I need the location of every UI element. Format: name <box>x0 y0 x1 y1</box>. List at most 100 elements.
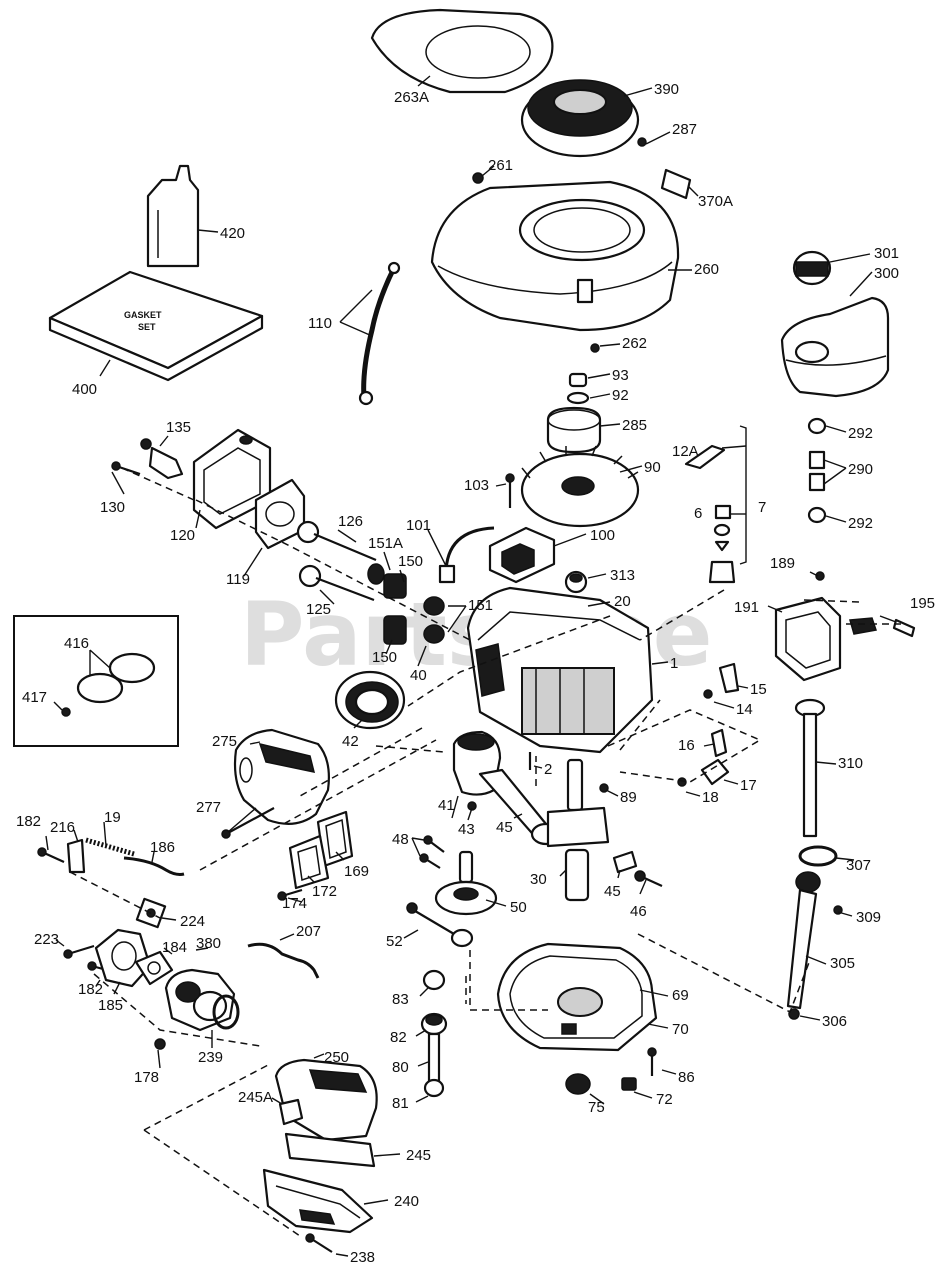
part-oil-bottle[interactable] <box>146 164 200 268</box>
part-carburetor[interactable] <box>164 968 236 1032</box>
part-nut[interactable] <box>612 850 638 874</box>
part-cylinder-head[interactable] <box>192 428 272 530</box>
callout-120: 120 <box>170 527 195 544</box>
part-screw[interactable] <box>505 473 515 508</box>
part-bolt[interactable] <box>634 870 663 888</box>
part-valve-spring[interactable] <box>383 573 407 599</box>
part-air-filter[interactable] <box>284 1132 376 1168</box>
callout-184: 184 <box>162 939 187 956</box>
part-o-ring[interactable] <box>798 845 838 867</box>
part-fuel-line[interactable] <box>358 261 401 406</box>
part-gasket[interactable] <box>134 950 174 986</box>
part-oil-pump[interactable] <box>422 969 446 991</box>
part-screw[interactable] <box>590 343 600 353</box>
part-blower-housing[interactable] <box>430 180 680 332</box>
callout-89: 89 <box>620 789 637 806</box>
part-ground-wire[interactable] <box>684 444 726 470</box>
part-air-cleaner-cover[interactable] <box>274 1058 378 1142</box>
inset-box <box>13 615 179 747</box>
part-screw[interactable] <box>37 847 65 864</box>
callout-45a: 45 <box>496 819 513 836</box>
part-spring[interactable] <box>85 837 135 857</box>
part-valve-spring[interactable] <box>383 615 407 645</box>
part-intake-pipe[interactable] <box>94 928 152 988</box>
part-screw[interactable] <box>892 618 916 638</box>
part-valve-cover[interactable] <box>708 560 736 584</box>
part-washer[interactable] <box>566 391 590 405</box>
part-screw[interactable] <box>703 689 713 699</box>
part-ignition-module[interactable] <box>76 652 156 704</box>
part-governor-shaft[interactable] <box>710 728 728 758</box>
part-ignition-armature[interactable] <box>488 526 556 584</box>
part-bolt[interactable] <box>647 1047 657 1076</box>
part-governor-lever[interactable] <box>718 662 740 694</box>
part-gasket[interactable] <box>212 994 240 1030</box>
part-cylinder-block[interactable] <box>466 586 654 754</box>
part-valve-spring-retainer[interactable] <box>713 504 732 552</box>
part-bolt[interactable] <box>111 461 141 476</box>
part-control-bracket[interactable] <box>774 596 877 682</box>
callout-305: 305 <box>830 955 855 972</box>
part-screw[interactable] <box>637 137 647 147</box>
part-crankcase-cover[interactable] <box>496 942 658 1052</box>
part-air-cleaner-base[interactable] <box>262 1168 374 1234</box>
part-recoil-starter[interactable] <box>520 79 640 158</box>
part-screw[interactable] <box>154 1038 166 1050</box>
callout-277: 277 <box>196 799 221 816</box>
part-piston-rings[interactable] <box>334 670 406 730</box>
part-gasket[interactable] <box>288 834 330 890</box>
part-screw[interactable] <box>277 888 303 901</box>
callout-239: 239 <box>198 1049 223 1066</box>
part-starter-cup[interactable] <box>546 406 602 454</box>
part-dipstick[interactable] <box>794 698 826 838</box>
part-screw[interactable] <box>305 1233 333 1253</box>
part-screw[interactable] <box>423 835 445 853</box>
part-washer[interactable] <box>423 1078 445 1098</box>
part-gasket-set[interactable]: GASKET SET <box>48 270 264 382</box>
part-flywheel-nut[interactable] <box>568 372 588 388</box>
part-muffler[interactable] <box>233 728 330 825</box>
part-link[interactable] <box>66 838 86 874</box>
part-fuel-hose[interactable] <box>808 450 826 492</box>
part-dipstick-tube[interactable] <box>786 871 821 1010</box>
callout-263A: 263A <box>394 89 429 106</box>
part-valve-seal[interactable] <box>367 563 385 585</box>
part-spring-retainer[interactable] <box>423 596 445 644</box>
part-camshaft[interactable] <box>434 850 498 916</box>
part-air-filter-pre[interactable] <box>278 1098 304 1126</box>
callout-126: 126 <box>338 513 363 530</box>
part-governor-spring[interactable] <box>247 942 320 979</box>
part-tappet[interactable] <box>406 902 474 948</box>
callout-15: 15 <box>750 681 767 698</box>
part-shroud-cover[interactable] <box>370 8 554 94</box>
callout-307: 307 <box>846 857 871 874</box>
part-spark-plug-wire[interactable] <box>438 526 495 584</box>
part-screw[interactable] <box>788 1008 800 1020</box>
part-drain-plug[interactable] <box>621 1077 637 1091</box>
callout-224: 224 <box>180 913 205 930</box>
part-fuel-tank[interactable] <box>780 296 890 398</box>
part-spark-plug[interactable] <box>140 438 184 480</box>
part-screw[interactable] <box>472 172 484 184</box>
part-screw[interactable] <box>815 571 825 581</box>
callout-245: 245 <box>406 1147 431 1164</box>
gasket-set-label: SET <box>138 322 156 332</box>
part-crankshaft[interactable] <box>546 758 610 902</box>
part-flywheel[interactable] <box>520 445 640 528</box>
part-screw[interactable] <box>419 853 441 869</box>
part-gear[interactable] <box>420 1012 448 1036</box>
part-exhaust-valve[interactable] <box>296 520 377 562</box>
part-fuel-cap[interactable] <box>792 250 832 286</box>
part-screw[interactable] <box>63 944 95 959</box>
part-clamp[interactable] <box>807 417 827 435</box>
part-screw[interactable] <box>61 707 71 717</box>
part-shaft[interactable] <box>427 1032 441 1084</box>
part-clamp[interactable] <box>807 506 827 524</box>
part-intake-valve[interactable] <box>298 564 375 602</box>
part-governor-arm[interactable] <box>700 758 730 786</box>
part-governor-part[interactable] <box>564 570 588 594</box>
part-oil-seal[interactable] <box>565 1073 591 1095</box>
callout-41: 41 <box>438 797 455 814</box>
part-decal[interactable] <box>660 168 692 200</box>
part-linkage[interactable] <box>123 856 185 876</box>
